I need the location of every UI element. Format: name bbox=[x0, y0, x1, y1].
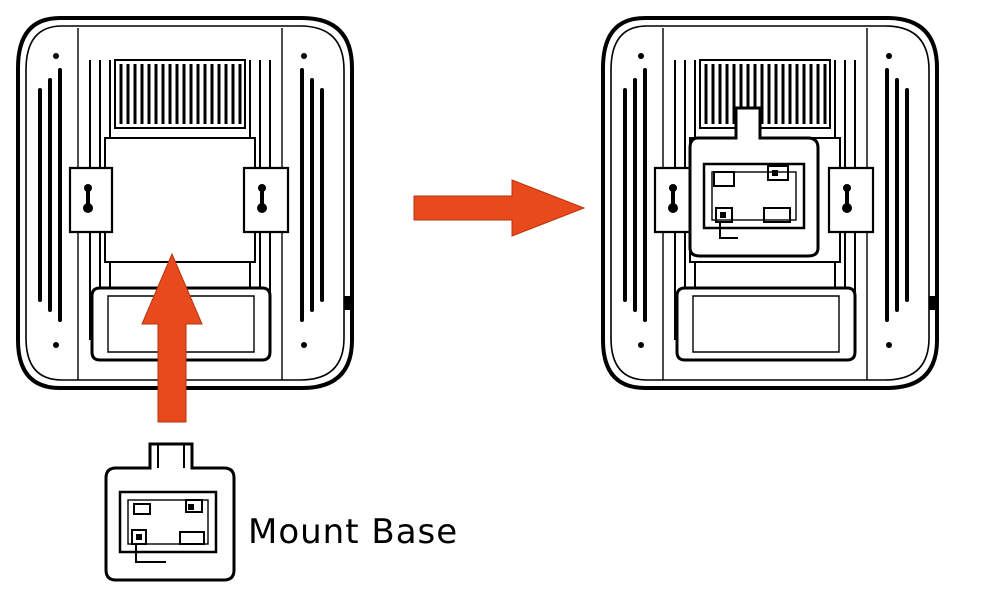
mount-base-label: Mount Base bbox=[248, 512, 459, 552]
arrow-up-icon bbox=[141, 252, 203, 423]
arrow-right-icon bbox=[413, 179, 586, 237]
access-point-mounted-icon bbox=[601, 16, 939, 390]
mount-base-icon bbox=[104, 442, 236, 582]
